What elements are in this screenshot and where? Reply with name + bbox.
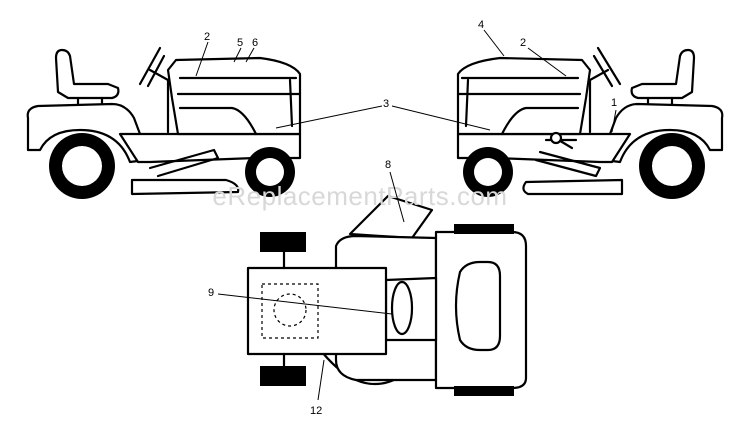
right-side-mower	[456, 46, 724, 199]
top-front-wheel-top	[260, 232, 306, 252]
right-deck-lever	[534, 150, 602, 178]
watermark-text: eReplacementParts.com	[212, 181, 507, 211]
callout-9: 9	[208, 287, 214, 299]
left-front-hub	[256, 158, 284, 186]
leader-3	[275, 105, 491, 131]
right-steering-column	[588, 68, 610, 134]
left-hood	[166, 56, 302, 136]
left-seat	[54, 48, 120, 100]
callout-8: 8	[385, 159, 391, 171]
top-rear-tire-top	[454, 224, 514, 234]
right-hood	[456, 56, 592, 136]
top-rear-tire-bottom	[454, 386, 514, 396]
left-deck-lever	[148, 148, 220, 178]
callout-labels: 2 5 6 3 4 2 1 8 9 12	[204, 19, 617, 417]
callout-12: 12	[310, 405, 322, 417]
right-steering-wheel	[592, 46, 622, 88]
left-steering-wheel	[138, 46, 166, 88]
callout-2-left: 2	[204, 31, 210, 43]
left-grille	[288, 78, 294, 128]
leader-5	[233, 47, 242, 63]
leader-2-left	[195, 41, 209, 77]
leader-2-right	[527, 47, 567, 77]
left-rear-hub	[62, 146, 102, 186]
leader-6	[245, 47, 255, 63]
leader-4	[483, 29, 505, 57]
left-steering-column	[148, 68, 170, 134]
callout-6: 6	[252, 37, 258, 49]
callout-4: 4	[478, 19, 484, 31]
top-hood-label-outline	[261, 283, 319, 339]
right-knob	[549, 131, 563, 145]
right-rear-hub	[652, 146, 692, 186]
callout-5: 5	[237, 37, 243, 49]
leader-8	[389, 171, 405, 223]
callout-1: 1	[611, 97, 617, 109]
right-seat	[630, 48, 696, 100]
left-hood-lines	[176, 76, 302, 136]
top-hood-circle-outline	[273, 293, 307, 327]
callout-3: 3	[383, 98, 389, 110]
leader-9	[217, 293, 393, 315]
top-seat	[454, 260, 502, 352]
leader-1	[611, 109, 617, 133]
right-hood-lines	[456, 76, 582, 136]
leader-lines	[195, 29, 617, 401]
top-front-wheel-bottom	[260, 366, 306, 386]
callout-2-right: 2	[520, 37, 526, 49]
right-front-hub	[474, 158, 502, 186]
top-view-mower	[246, 194, 528, 396]
right-mower-deck	[522, 178, 624, 196]
top-steering-wheel	[390, 280, 414, 336]
right-grille	[464, 78, 470, 128]
left-mower-deck	[130, 178, 240, 196]
left-side-mower	[26, 46, 302, 199]
leader-12	[317, 359, 325, 401]
